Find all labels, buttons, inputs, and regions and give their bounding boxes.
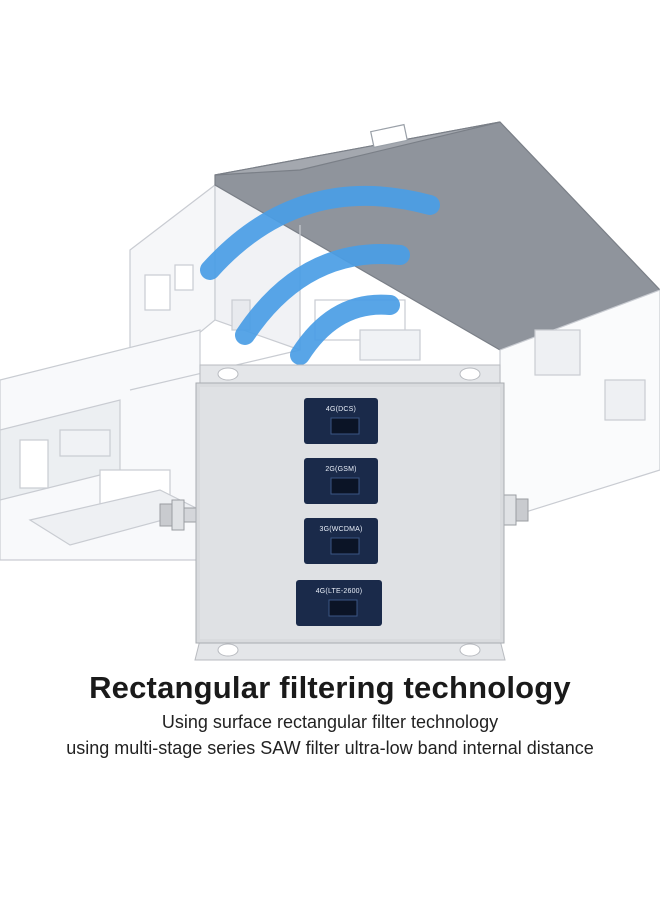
antenna-connector-icon [493, 494, 529, 526]
wifi-signal-icon [200, 185, 440, 365]
band-screen-label: 3G(WCDMA) [319, 526, 362, 533]
description-line-2: using multi-stage series SAW filter ultr… [66, 738, 594, 758]
description-line-1: Using surface rectangular filter technol… [161, 712, 499, 732]
band-screen-4: 4G(LTE-2600) [296, 580, 382, 626]
band-screen-label: 2G(GSM) [325, 466, 356, 473]
band-screen-1: 4G(DCS) [304, 398, 378, 444]
headline: Rectangular filtering technology [89, 670, 571, 705]
product-illustration: 4G(DCS) 2G(GSM) 3G(WCDMA) 4G(LTE-2600) [0, 121, 660, 661]
band-screen-label: 4G(LTE-2600) [316, 588, 363, 595]
band-screen-3: 3G(WCDMA) [304, 518, 378, 564]
band-screen-2: 2G(GSM) [304, 458, 378, 504]
house-cutaway-illustration [0, 121, 660, 561]
antenna-connector-icon [159, 499, 199, 531]
band-screen-label: 4G(DCS) [326, 406, 356, 413]
